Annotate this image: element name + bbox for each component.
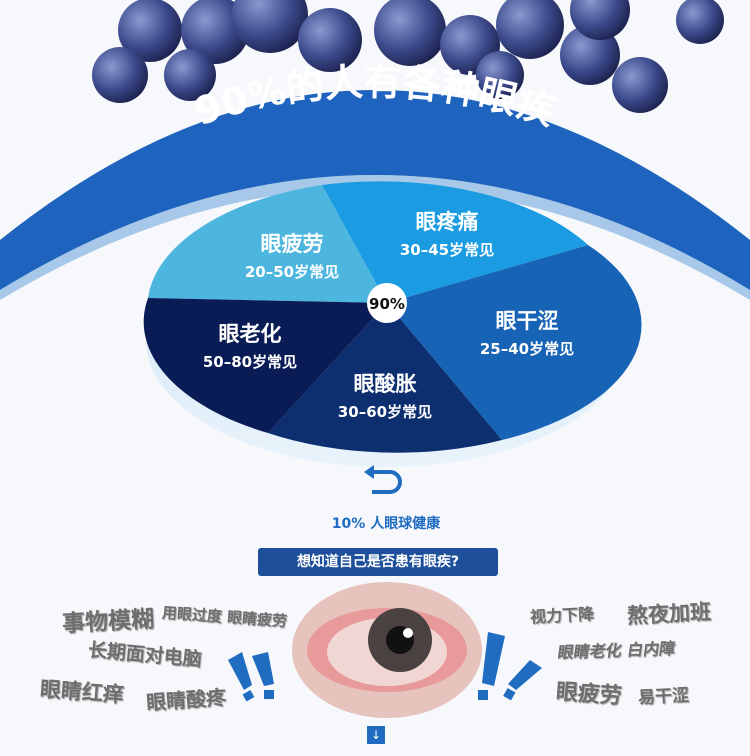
title-band (0, 90, 750, 290)
pie-slice (387, 245, 642, 440)
symptom-text: 熬夜加班 (626, 599, 712, 629)
symptom-text: 眼疲劳 (555, 679, 623, 710)
symptom-text: 眼睛红痒 (39, 677, 125, 707)
exclamation-right-icon (478, 632, 542, 701)
blueberry (374, 0, 446, 66)
slice-age: 30–45岁常见 (399, 241, 495, 259)
slice-name: 眼酸胀 (353, 372, 417, 396)
pie-slice (322, 181, 588, 303)
exclamation-left-icon (228, 652, 274, 702)
pie-slice-label: 眼疼痛 30–45岁常见 (400, 206, 494, 260)
blueberries-image (92, 0, 724, 113)
pie-chart (143, 181, 642, 453)
healthy-note: 10% 人眼球健康 (331, 516, 441, 532)
slice-age: 50–80岁常见 (202, 353, 298, 371)
eye-disease-quiz-button[interactable]: 想知道自己是否患有眼疾? (258, 548, 498, 576)
blueberry (676, 0, 724, 44)
symptom-text: 眼睛老化 白内障 (556, 638, 677, 663)
blueberry (181, 0, 249, 64)
blueberry (570, 0, 630, 40)
slice-age: 30–60岁常见 (337, 403, 433, 421)
blueberry (232, 0, 308, 53)
pie-slice (268, 303, 502, 453)
slice-name: 眼疲劳 (260, 232, 324, 256)
blueberry (92, 47, 148, 103)
red-eye-image (292, 582, 482, 718)
blueberry (118, 0, 182, 62)
pie-slice (148, 185, 387, 303)
blueberry (164, 49, 216, 101)
center-badge (367, 283, 407, 323)
slice-age: 20–50岁常见 (244, 263, 340, 281)
slice-age: 25–40岁常见 (479, 340, 575, 358)
symptom-text: 事物模糊 (61, 606, 155, 638)
symptom-text: 视力下降 (529, 604, 595, 627)
blueberry (612, 57, 668, 113)
symptom-text: 眼睛酸疼 (145, 685, 227, 715)
pie-slice-label: 眼酸胀 30–60岁常见 (338, 368, 432, 422)
pie-slice-label: 眼老化 50–80岁常见 (203, 318, 297, 372)
blueberry (476, 51, 524, 99)
blueberry (560, 25, 620, 85)
return-arrow-icon (372, 470, 402, 494)
symptom-text: 易干涩 (637, 685, 690, 709)
pie-slice (143, 298, 387, 433)
slice-name: 眼老化 (218, 322, 282, 346)
slice-name: 眼疼痛 (415, 210, 479, 234)
center-badge-text: 90% (369, 295, 405, 313)
pie-slice-label: 眼干涩 25–40岁常见 (480, 305, 574, 359)
blueberry (496, 0, 564, 59)
pie-slice-label: 眼疲劳 20–50岁常见 (245, 228, 339, 282)
slice-name: 眼干涩 (495, 309, 559, 333)
scroll-down-icon[interactable]: ↓ (367, 726, 385, 744)
blueberry (298, 8, 362, 72)
